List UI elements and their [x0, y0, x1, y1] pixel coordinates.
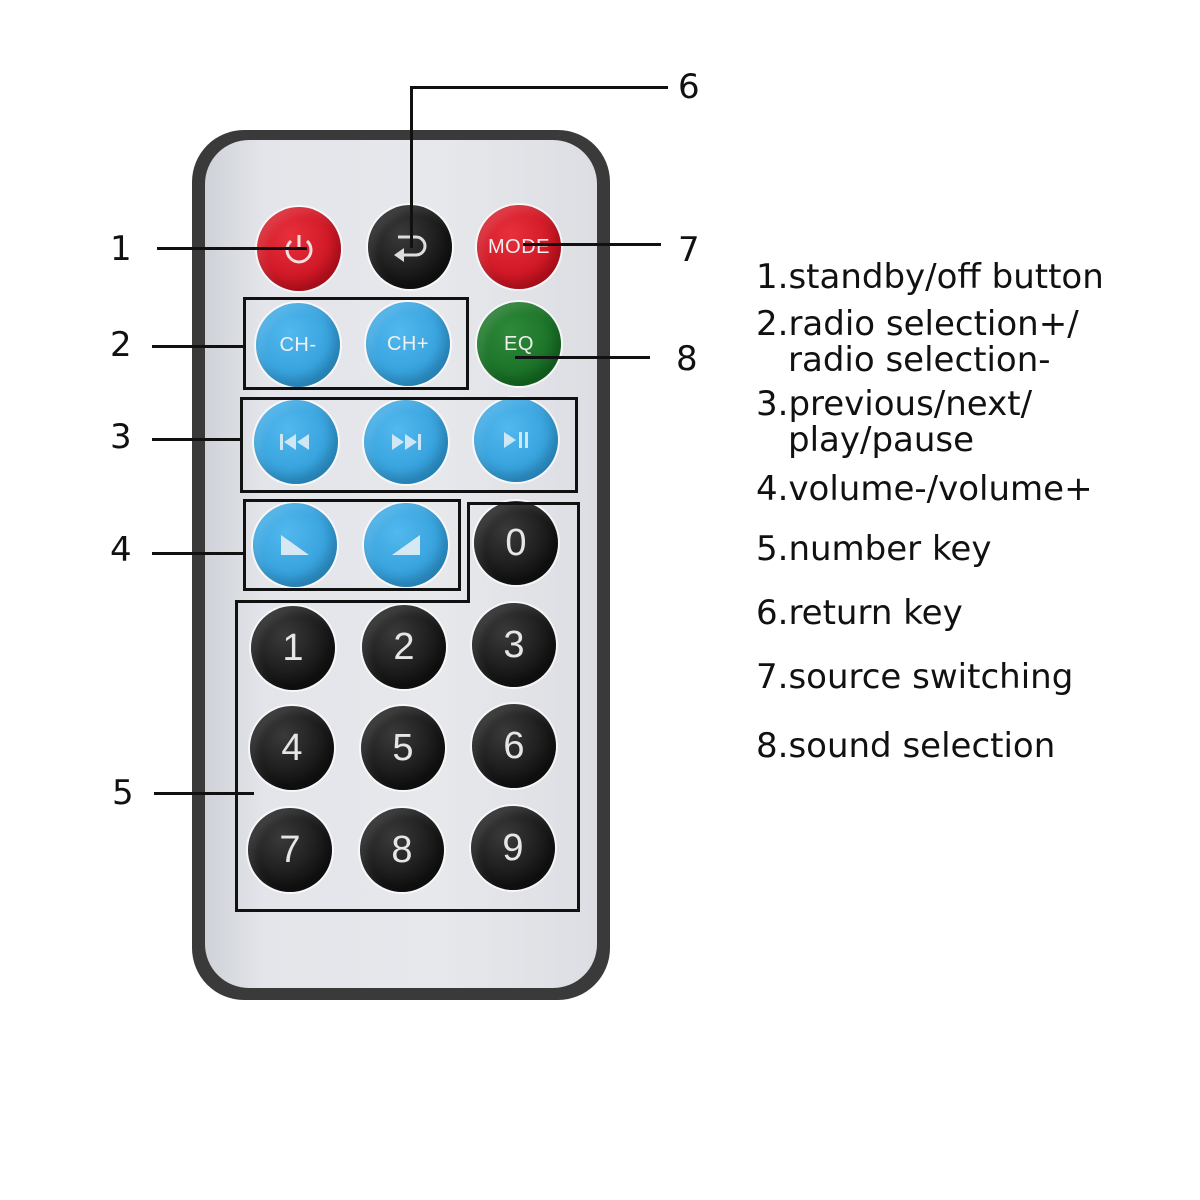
legend-text-2a: 2.radio selection+/ [756, 304, 1079, 344]
callout-1: 1 [110, 229, 132, 269]
ch-minus-button[interactable]: CH- [256, 303, 340, 387]
callout-line-4 [152, 552, 244, 555]
group-box-3 [240, 397, 578, 493]
number-7-label: 7 [279, 828, 301, 871]
previous-button[interactable] [254, 400, 338, 484]
callout-7: 7 [678, 230, 700, 270]
number-1-button[interactable]: 1 [251, 606, 335, 690]
legend-text-7: 7.source switching [756, 657, 1074, 697]
next-button[interactable] [364, 400, 448, 484]
group-box-5-left [235, 600, 238, 912]
callout-line-6-horizontal [410, 86, 668, 89]
legend-text-5: 5.number key [756, 529, 992, 569]
number-4-button[interactable]: 4 [250, 706, 334, 790]
callout-6: 6 [678, 67, 700, 107]
number-5-button[interactable]: 5 [361, 706, 445, 790]
legend-item-4: 4.volume-/volume+ [756, 470, 1093, 508]
volume-down-button[interactable] [253, 503, 337, 587]
group-box-5-step [467, 502, 470, 603]
callout-line-5 [154, 792, 254, 795]
number-8-button[interactable]: 8 [360, 808, 444, 892]
next-track-icon [392, 434, 421, 450]
volume-down-icon [281, 535, 309, 555]
ch-plus-label: CH+ [386, 332, 430, 355]
group-box-5-right [577, 502, 580, 912]
number-5-label: 5 [392, 726, 414, 769]
legend-text-8: 8.sound selection [756, 726, 1056, 766]
callout-line-8 [515, 356, 650, 359]
number-2-label: 2 [393, 625, 415, 668]
callout-line-7 [523, 243, 661, 246]
callout-8: 8 [676, 339, 698, 379]
volume-up-button[interactable] [364, 503, 448, 587]
legend-item-7: 7.source switching [756, 658, 1073, 696]
number-8-label: 8 [391, 828, 413, 871]
ch-plus-button[interactable]: CH+ [366, 302, 450, 386]
group-box-5-bottom [235, 909, 580, 912]
legend-item-6: 6.return key [756, 594, 963, 632]
callout-line-6-vertical [410, 88, 413, 248]
number-9-button[interactable]: 9 [471, 806, 555, 890]
number-7-button[interactable]: 7 [248, 808, 332, 892]
ch-minus-label: CH- [279, 333, 317, 356]
callout-4: 4 [110, 530, 132, 570]
volume-up-icon [392, 535, 420, 555]
group-box-4 [243, 499, 461, 591]
number-0-label: 0 [505, 521, 527, 564]
previous-track-icon [280, 434, 309, 450]
eq-button[interactable]: EQ [477, 302, 561, 386]
mode-label: MODE [488, 235, 550, 258]
legend-text-3a: 3.previous/next/ [756, 384, 1033, 424]
number-3-label: 3 [503, 623, 525, 666]
legend-text-2b: radio selection- [788, 340, 1051, 380]
number-1-label: 1 [282, 626, 304, 669]
callout-line-1 [157, 247, 307, 250]
legend-item-3: 3.previous/next/ play/pause [756, 386, 1032, 458]
callout-line-2 [152, 345, 244, 348]
return-arrow-icon [394, 235, 427, 262]
callout-3: 3 [110, 417, 132, 457]
number-3-button[interactable]: 3 [472, 603, 556, 687]
legend-item-8: 8.sound selection [756, 727, 1055, 765]
legend-item-5: 5.number key [756, 530, 991, 568]
number-4-label: 4 [281, 726, 303, 769]
number-0-button[interactable]: 0 [474, 501, 558, 585]
callout-2: 2 [110, 325, 132, 365]
group-box-5-top [469, 502, 580, 505]
play-pause-icon [504, 432, 528, 448]
legend-text-1: 1.standby/off button [756, 257, 1104, 297]
callout-line-3 [152, 438, 241, 441]
legend-text-6: 6.return key [756, 593, 963, 633]
legend-text-4: 4.volume-/volume+ [756, 469, 1093, 509]
callout-5: 5 [112, 773, 134, 813]
legend-text-3b: play/pause [788, 420, 975, 460]
group-box-2 [243, 297, 469, 390]
number-2-button[interactable]: 2 [362, 605, 446, 689]
eq-label: EQ [504, 332, 534, 355]
legend-item-1: 1.standby/off button [756, 258, 1104, 296]
group-box-5-mid [237, 600, 470, 603]
mode-button[interactable]: MODE [477, 205, 561, 289]
legend-item-2: 2.radio selection+/ radio selection- [756, 306, 1079, 378]
number-6-button[interactable]: 6 [472, 704, 556, 788]
number-9-label: 9 [502, 826, 524, 869]
play-pause-button[interactable] [474, 398, 558, 482]
number-6-label: 6 [503, 724, 525, 767]
